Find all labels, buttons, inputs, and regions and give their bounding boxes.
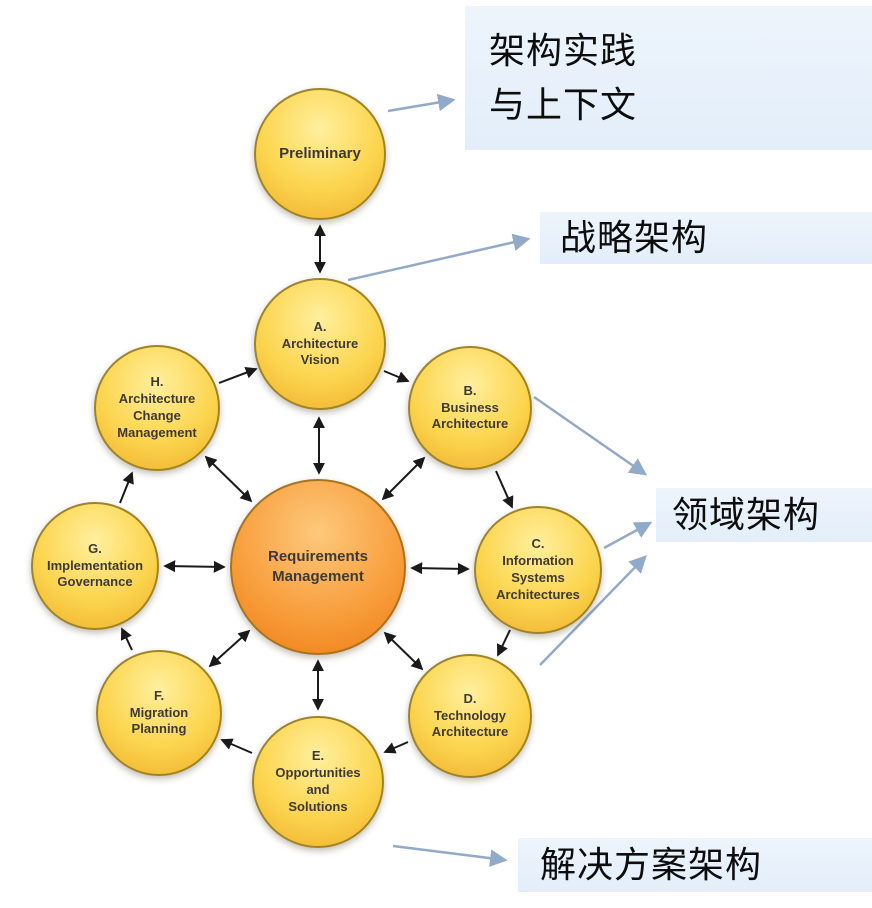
callout-text: 解决方案架构 [540,844,763,885]
phase-b-business-architecture-circle: B. Business Architecture [408,346,532,470]
phase-e-opportunities-solutions-circle: E. Opportunities and Solutions [252,716,384,848]
phase-d-label: D. Technology Architecture [431,690,509,740]
arrow-e-callout [392,844,508,867]
arrow-h-a [218,366,258,384]
phase-g-label: G. Implementation Governance [46,540,144,590]
phase-f-migration-planning-circle: F. Migration Planning [96,650,222,776]
callout-domain-architecture: 领域架构 [656,488,872,542]
arrow-b-callout [533,395,648,476]
phase-preliminary-circle: Preliminary [254,88,386,220]
arrow-b-c [495,470,514,509]
phase-g-implementation-governance-circle: G. Implementation Governance [31,502,159,630]
arrow-g-h [119,471,134,504]
callout-strategic-architecture: 战略架构 [540,212,872,264]
phase-h-architecture-change-circle: H. Architecture Change Management [94,345,220,471]
phase-b-label: B. Business Architecture [431,382,509,432]
arrow-d-e [383,741,409,754]
phase-e-label: E. Opportunities and Solutions [275,748,361,814]
arrow-a-callout [347,233,531,282]
phase-f-label: F. Migration Planning [129,687,189,737]
arrow-d-callout [539,555,647,666]
callout-solution-architecture: 解决方案架构 [518,838,872,892]
phase-c-label: C. Information Systems Architectures [496,536,580,602]
arrow-hub-b [381,456,426,501]
callout-text: 战略架构 [560,217,709,258]
arrow-a-b [383,370,410,383]
callout-text: 领域架构 [672,494,821,535]
arrow-e-f [220,738,253,754]
phase-preliminary-label: Preliminary [279,144,361,162]
arrow-preliminary-callout [387,93,456,113]
requirements-management-label: Requirements Management [267,547,369,585]
callout-text: 架构实践 与上下文 [489,30,638,125]
arrow-c-callout [603,521,653,550]
phase-a-label: A. Architecture Vision [281,318,359,368]
phase-d-technology-architecture-circle: D. Technology Architecture [408,654,532,778]
requirements-management-hub-circle: Requirements Management [230,479,406,655]
phase-h-label: H. Architecture Change Management [117,374,197,440]
arrow-hub-c [410,562,470,575]
callout-architecture-practice-context: 架构实践 与上下文 [465,6,872,150]
arrow-hub-h [204,455,253,503]
arrow-f-g [120,627,133,651]
phase-c-information-systems-circle: C. Information Systems Architectures [474,506,602,634]
arrow-hub-d [383,631,424,671]
arrow-c-d [497,629,511,657]
arrow-hub-f [208,629,251,668]
phase-a-architecture-vision-circle: A. Architecture Vision [254,278,386,410]
arrow-hub-g [163,560,226,573]
